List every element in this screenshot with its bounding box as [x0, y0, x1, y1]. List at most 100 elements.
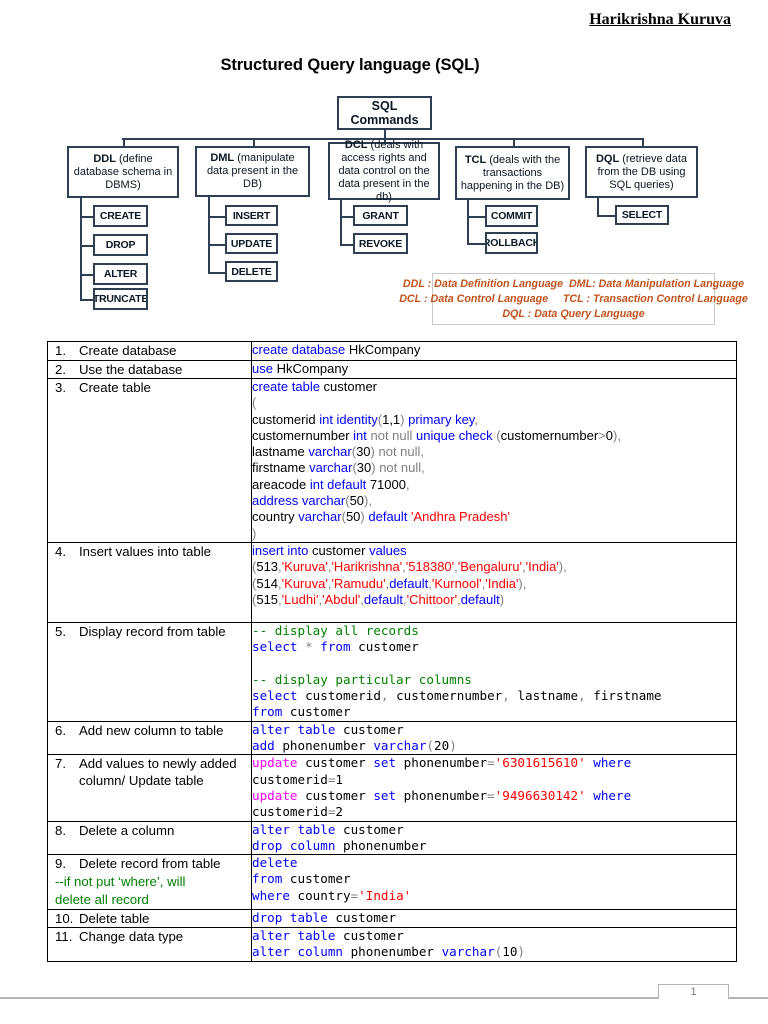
diagram-node-dql: DQL (retrieve data from the DB using SQL… — [585, 146, 698, 198]
diagram-node-drop: DROP — [93, 234, 148, 256]
diagram-node-select: SELECT — [615, 205, 669, 225]
task-text: Delete table — [79, 910, 150, 926]
code-line: select customerid, customernumber, lastn… — [252, 688, 662, 704]
code-line: update customer set phonenumber='6301615… — [252, 755, 632, 771]
task-label: 7.Add values to newly added column/ Upda… — [48, 755, 251, 789]
table-row: 7.Add values to newly added column/ Upda… — [47, 754, 737, 822]
connector-line — [80, 299, 93, 301]
task-text: Use the database — [79, 361, 183, 377]
code-line: -- display particular columns — [252, 671, 472, 687]
connector-line — [340, 243, 353, 246]
connector-line — [252, 138, 255, 148]
task-cell: 1.Create database — [47, 341, 252, 361]
code-line: (513,'Kuruva','Harikrishna','518380','Be… — [252, 559, 567, 575]
legend-box: DDL : Data Definition Language DML: Data… — [399, 273, 748, 325]
diagram-node-rollback: ROLLBACK — [485, 232, 538, 254]
row-number: 10. — [55, 910, 74, 926]
diagram-node-create: CREATE — [93, 205, 148, 227]
task-note: delete all record — [55, 891, 149, 907]
task-cell: 11. Change data type — [47, 927, 252, 962]
code-line: (515,'Ludhi','Abdul',default,'Chittoor',… — [252, 591, 505, 607]
legend-line: DCL : Data Control Language TCL : Transa… — [399, 292, 748, 305]
task-label: 10. Delete table — [48, 910, 251, 928]
task-label: 1.Create database — [48, 342, 251, 360]
sql-commands-diagram: SQL Commands DDL : Data Definition Langu… — [0, 0, 768, 340]
code-line: alter column phonenumber varchar(10) — [252, 944, 526, 960]
task-text: Delete a column — [79, 822, 175, 838]
legend-line: DQL : Data Query Language — [502, 307, 645, 320]
task-label: 5. Display record from table — [48, 623, 251, 641]
page-number: 1 — [690, 986, 697, 998]
table-row: 10. Delete table drop table customer — [47, 908, 737, 929]
connector-line — [597, 198, 599, 216]
row-number: 5. — [55, 623, 66, 639]
code-line: customerid int identity(1,1) primary key… — [252, 411, 478, 427]
code-line: ) — [252, 525, 257, 541]
task-label: 11. Change data type — [48, 928, 251, 946]
row-number: 7. — [55, 756, 66, 772]
code-line: use HkCompany — [252, 360, 349, 376]
connector-line — [384, 138, 386, 144]
diagram-node-dml: DML (manipulate data present in the DB) — [195, 146, 310, 197]
task-text: Delete record from table — [79, 856, 221, 872]
row-number: 8. — [55, 822, 66, 838]
task-text: Change data type — [79, 929, 184, 945]
diagram-node-tcl: TCL (deals with the transactions happeni… — [455, 146, 570, 200]
diagram-node-dcl: DCL (deals with access rights and data c… — [328, 139, 440, 203]
connector-line — [340, 215, 353, 218]
connector-line — [123, 138, 125, 148]
diagram-node-revoke: REVOKE — [353, 233, 408, 254]
code-line: alter table customer — [252, 721, 404, 737]
sql-cell: insert into customer values(513,'Kuruva'… — [251, 541, 737, 623]
task-label: 8. Delete a column — [48, 822, 251, 840]
sql-cell: drop table customer — [251, 908, 737, 929]
sql-cell: create database HkCompany — [251, 341, 737, 361]
task-cell: 7.Add values to newly added column/ Upda… — [47, 754, 252, 822]
connector-line — [80, 198, 82, 300]
task-cell: 2.Use the database — [47, 359, 252, 379]
task-text: Create table — [79, 380, 151, 395]
code-line: customerid=2 — [252, 804, 344, 820]
diagram-node-update: UPDATE — [225, 233, 278, 254]
task-cell: 4.Insert values into table — [47, 541, 252, 623]
code-line: customerid=1 — [252, 771, 344, 787]
legend-line: DDL : Data Definition Language DML: Data… — [402, 277, 745, 290]
sql-cell: update customer set phonenumber='6301615… — [251, 754, 737, 822]
connector-line — [80, 216, 93, 218]
connector-line — [641, 138, 644, 148]
task-cell: 9.Delete record from table--if not put ‘… — [47, 854, 252, 910]
row-number: 11. — [55, 929, 73, 945]
code-line: drop table customer — [252, 909, 397, 925]
code-line — [252, 656, 736, 672]
diagram-node-truncate: TRUNCATE — [93, 288, 148, 310]
task-text: Display record from table — [79, 623, 226, 639]
code-line: address varchar(50), — [252, 493, 372, 509]
row-number: 4. — [55, 543, 66, 559]
connector-line — [122, 138, 643, 140]
page-title: Structured Query language (SQL) — [220, 56, 480, 74]
sql-cell: use HkCompany — [251, 359, 737, 379]
code-line: country varchar(50) default 'Andhra Prad… — [252, 509, 510, 525]
code-line: create database HkCompany — [252, 342, 421, 357]
diagram-node-ddl: DDL (define database schema in DBMS) — [67, 146, 179, 198]
footer-divider — [0, 997, 768, 999]
code-line: from customer — [252, 704, 351, 720]
diagram-node-commit: COMMIT — [485, 205, 538, 227]
task-text: Add new column to table — [79, 722, 224, 738]
row-number: 1. — [55, 343, 66, 358]
task-label: 3.Create table — [48, 379, 251, 397]
task-cell: 10. Delete table — [47, 908, 252, 929]
row-number: 9. — [55, 856, 66, 872]
connector-line — [208, 243, 225, 246]
connector-line — [512, 138, 515, 148]
